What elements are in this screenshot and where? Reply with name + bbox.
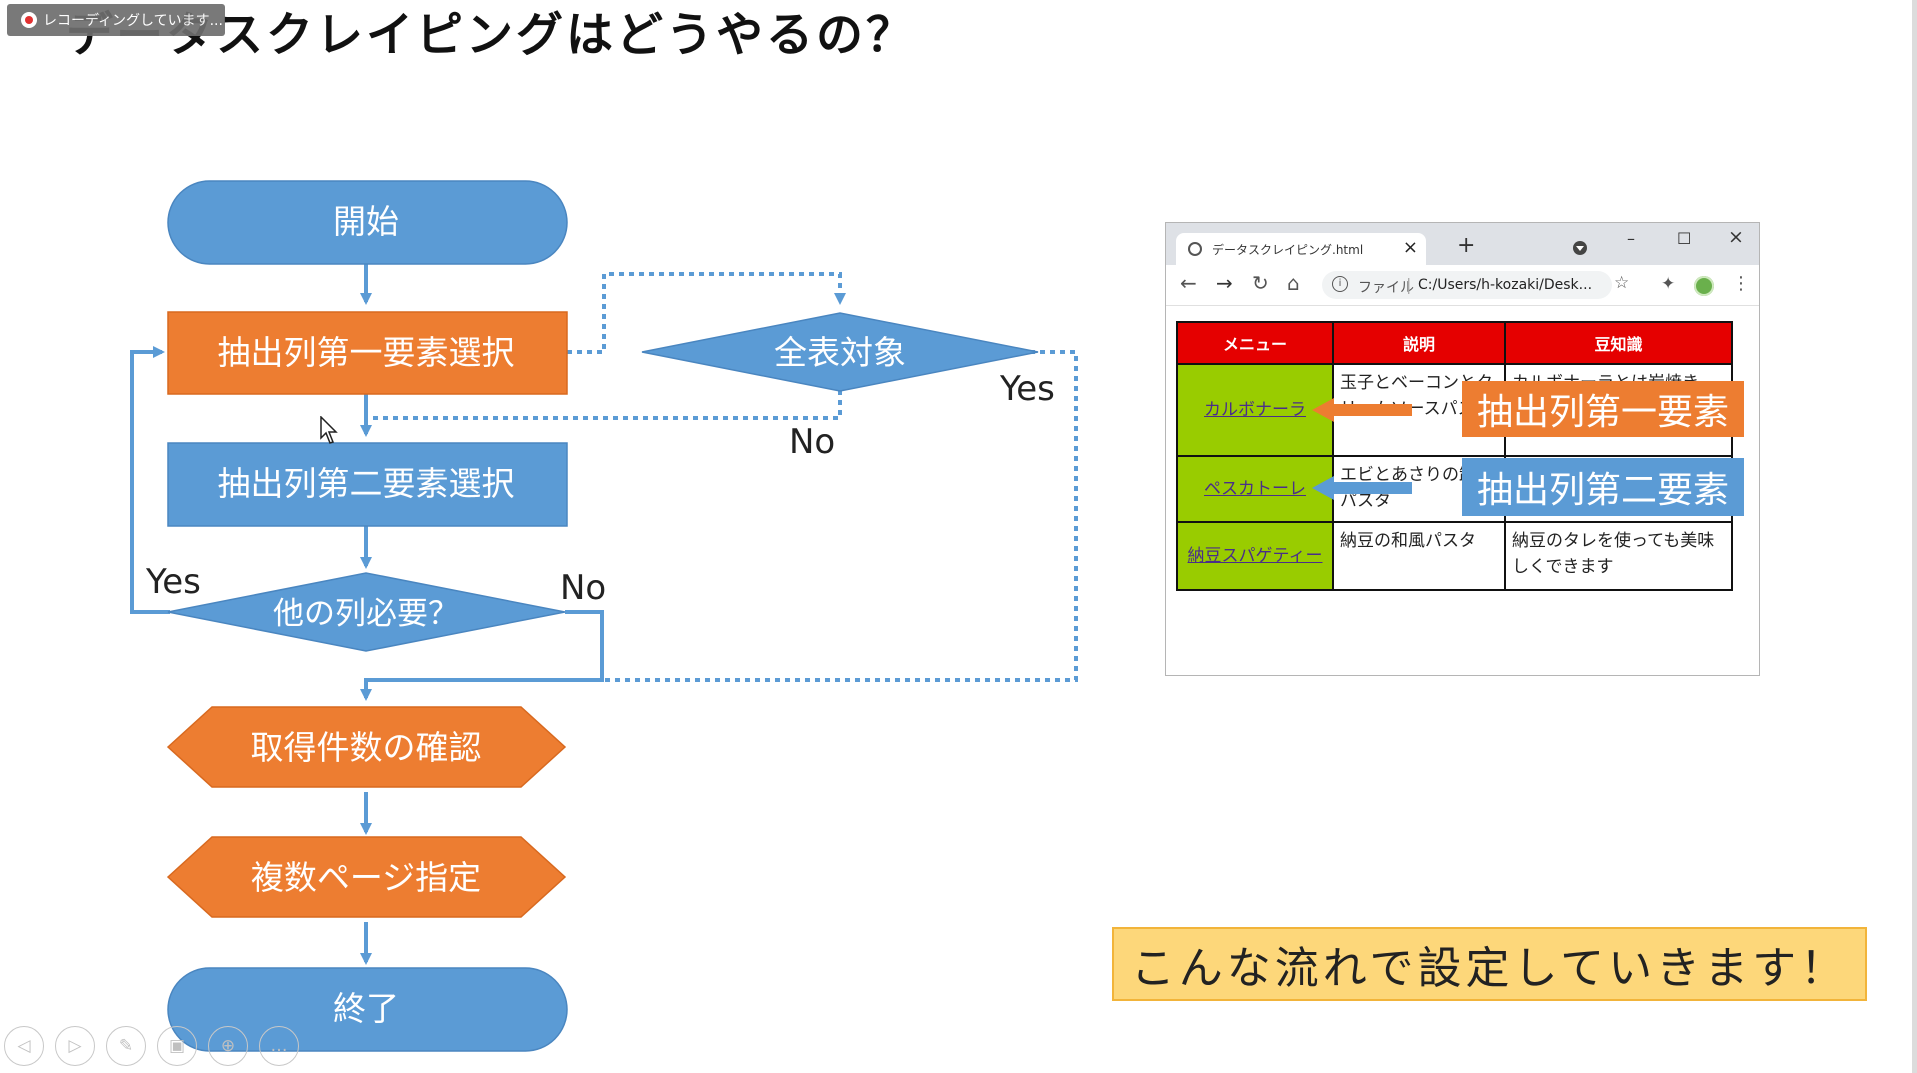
next-icon[interactable]: ▷ [55,1026,95,1066]
table-header: メニュー [1176,321,1334,365]
prev-icon[interactable]: ◁ [4,1026,44,1066]
flow-connectors [130,262,604,965]
step1-label: 抽出列第一要素選択 [218,333,515,372]
extensions-icon[interactable]: ✦ [1661,274,1676,294]
table-cell-menu: 納豆スパゲティー [1176,521,1334,591]
address-bar[interactable]: i ファイル | C:/Users/h-kozaki/Desk... [1322,271,1612,299]
table-cell-desc: 納豆の和風パスタ [1332,521,1506,591]
arrow-step1-decision-all [567,272,846,354]
table-cell-menu: ペスカトーレ [1176,455,1334,523]
back-icon[interactable]: ← [1180,271,1197,295]
callout-second-arrow-icon [1312,476,1334,500]
yes-more-label: Yes [145,562,201,602]
pen-icon[interactable]: ✎ [106,1026,146,1066]
browser-tab[interactable]: データスクレイピング.html × [1176,233,1426,265]
decision-all-table [641,312,1039,392]
recording-label: レコーディングしています... [43,13,223,29]
table-cell-trivia: 納豆のタレを使っても美味しくできます [1504,521,1733,591]
decision-more-label: 他の列必要？ [273,596,459,632]
callout-first-element: 抽出列第一要素 [1462,381,1744,437]
address-separator: | [1406,275,1412,294]
browser-toolbar: ← → ↻ ⌂ i ファイル | C:/Users/h-kozaki/Desk.… [1166,265,1759,306]
summary-note: こんな流れで設定していきます！ [1112,927,1867,1001]
tab-bar: データスクレイピング.html × + – ☐ × [1166,223,1759,265]
step4-preparation [166,836,567,918]
home-icon[interactable]: ⌂ [1287,271,1300,295]
end-label: 終了 [333,989,399,1028]
info-icon[interactable]: i [1332,276,1348,292]
zoom-icon[interactable]: ⊕ [208,1026,248,1066]
arrow-yes-loop [130,346,170,614]
slides-icon[interactable]: ▣ [157,1026,197,1066]
start-label: 開始 [333,202,399,241]
menu-link[interactable]: ペスカトーレ [1204,479,1306,499]
table-row: 納豆スパゲティー 納豆の和風パスタ 納豆のタレを使っても美味しくできます [1176,521,1733,591]
profile-avatar[interactable] [1694,276,1714,296]
table-header: 豆知識 [1504,321,1733,365]
tab-close-icon[interactable]: × [1402,237,1418,258]
bookmark-star-icon[interactable]: ☆ [1614,273,1630,293]
decision-all-label: 全表対象 [774,333,906,372]
yes-all-label: Yes [999,369,1055,409]
table-header: 説明 [1332,321,1506,365]
browser-window: データスクレイピング.html × + – ☐ × ← → ↻ ⌂ i ファイル… [1165,222,1760,676]
menu-icon[interactable]: ⋮ [1732,273,1750,294]
mouse-cursor-icon [320,416,338,444]
callout-first-arrow-icon [1312,398,1334,422]
minimize-icon[interactable]: – [1627,229,1635,248]
forward-icon[interactable]: → [1216,271,1233,295]
menu-link[interactable]: 納豆スパゲティー [1187,546,1323,566]
callout-second-pointer [1332,482,1412,494]
menu-table: メニュー 説明 豆知識 カルボナーラ 玉子とベーコンとクリームソースパスタ カル… [1176,321,1733,591]
scrollbar[interactable] [1912,0,1917,1073]
new-tab-icon[interactable]: + [1457,233,1476,258]
arrow-no-all [364,390,842,428]
table-cell-menu: カルボナーラ [1176,363,1334,457]
more-icon[interactable]: … [259,1026,299,1066]
no-more-label: No [560,568,606,608]
arrow-no-merge [360,610,604,701]
address-path: C:/Users/h-kozaki/Desk... [1418,277,1593,293]
window-close-icon[interactable]: × [1728,226,1744,248]
callout-first-pointer [1332,404,1412,416]
globe-icon [1188,242,1202,256]
tab-title: データスクレイピング.html [1212,243,1364,257]
menu-link[interactable]: カルボナーラ [1204,400,1306,420]
table-header-row: メニュー 説明 豆知識 [1176,321,1733,365]
no-all-label: No [789,422,835,462]
start-terminal [167,180,568,265]
presenter-toolbar: ◁ ▷ ✎ ▣ ⊕ … [4,1026,299,1066]
step1-process [167,311,568,395]
maximize-icon[interactable]: ☐ [1677,229,1692,248]
address-scheme: ファイル [1358,280,1414,296]
step2-label: 抽出列第二要素選択 [218,464,515,503]
decision-more-columns [167,572,566,652]
arrow-yes-all [602,350,1078,682]
dotted-connectors [364,272,1078,682]
tab-search-icon[interactable] [1573,241,1587,255]
recording-badge[interactable]: レコーディングしています... [7,4,225,36]
step3-label: 取得件数の確認 [251,728,482,767]
callout-second-element: 抽出列第二要素 [1462,458,1744,516]
step4-label: 複数ページ指定 [251,858,481,897]
reload-icon[interactable]: ↻ [1252,271,1269,295]
step3-preparation [166,706,567,788]
record-icon [21,12,37,28]
step2-process [167,442,568,527]
